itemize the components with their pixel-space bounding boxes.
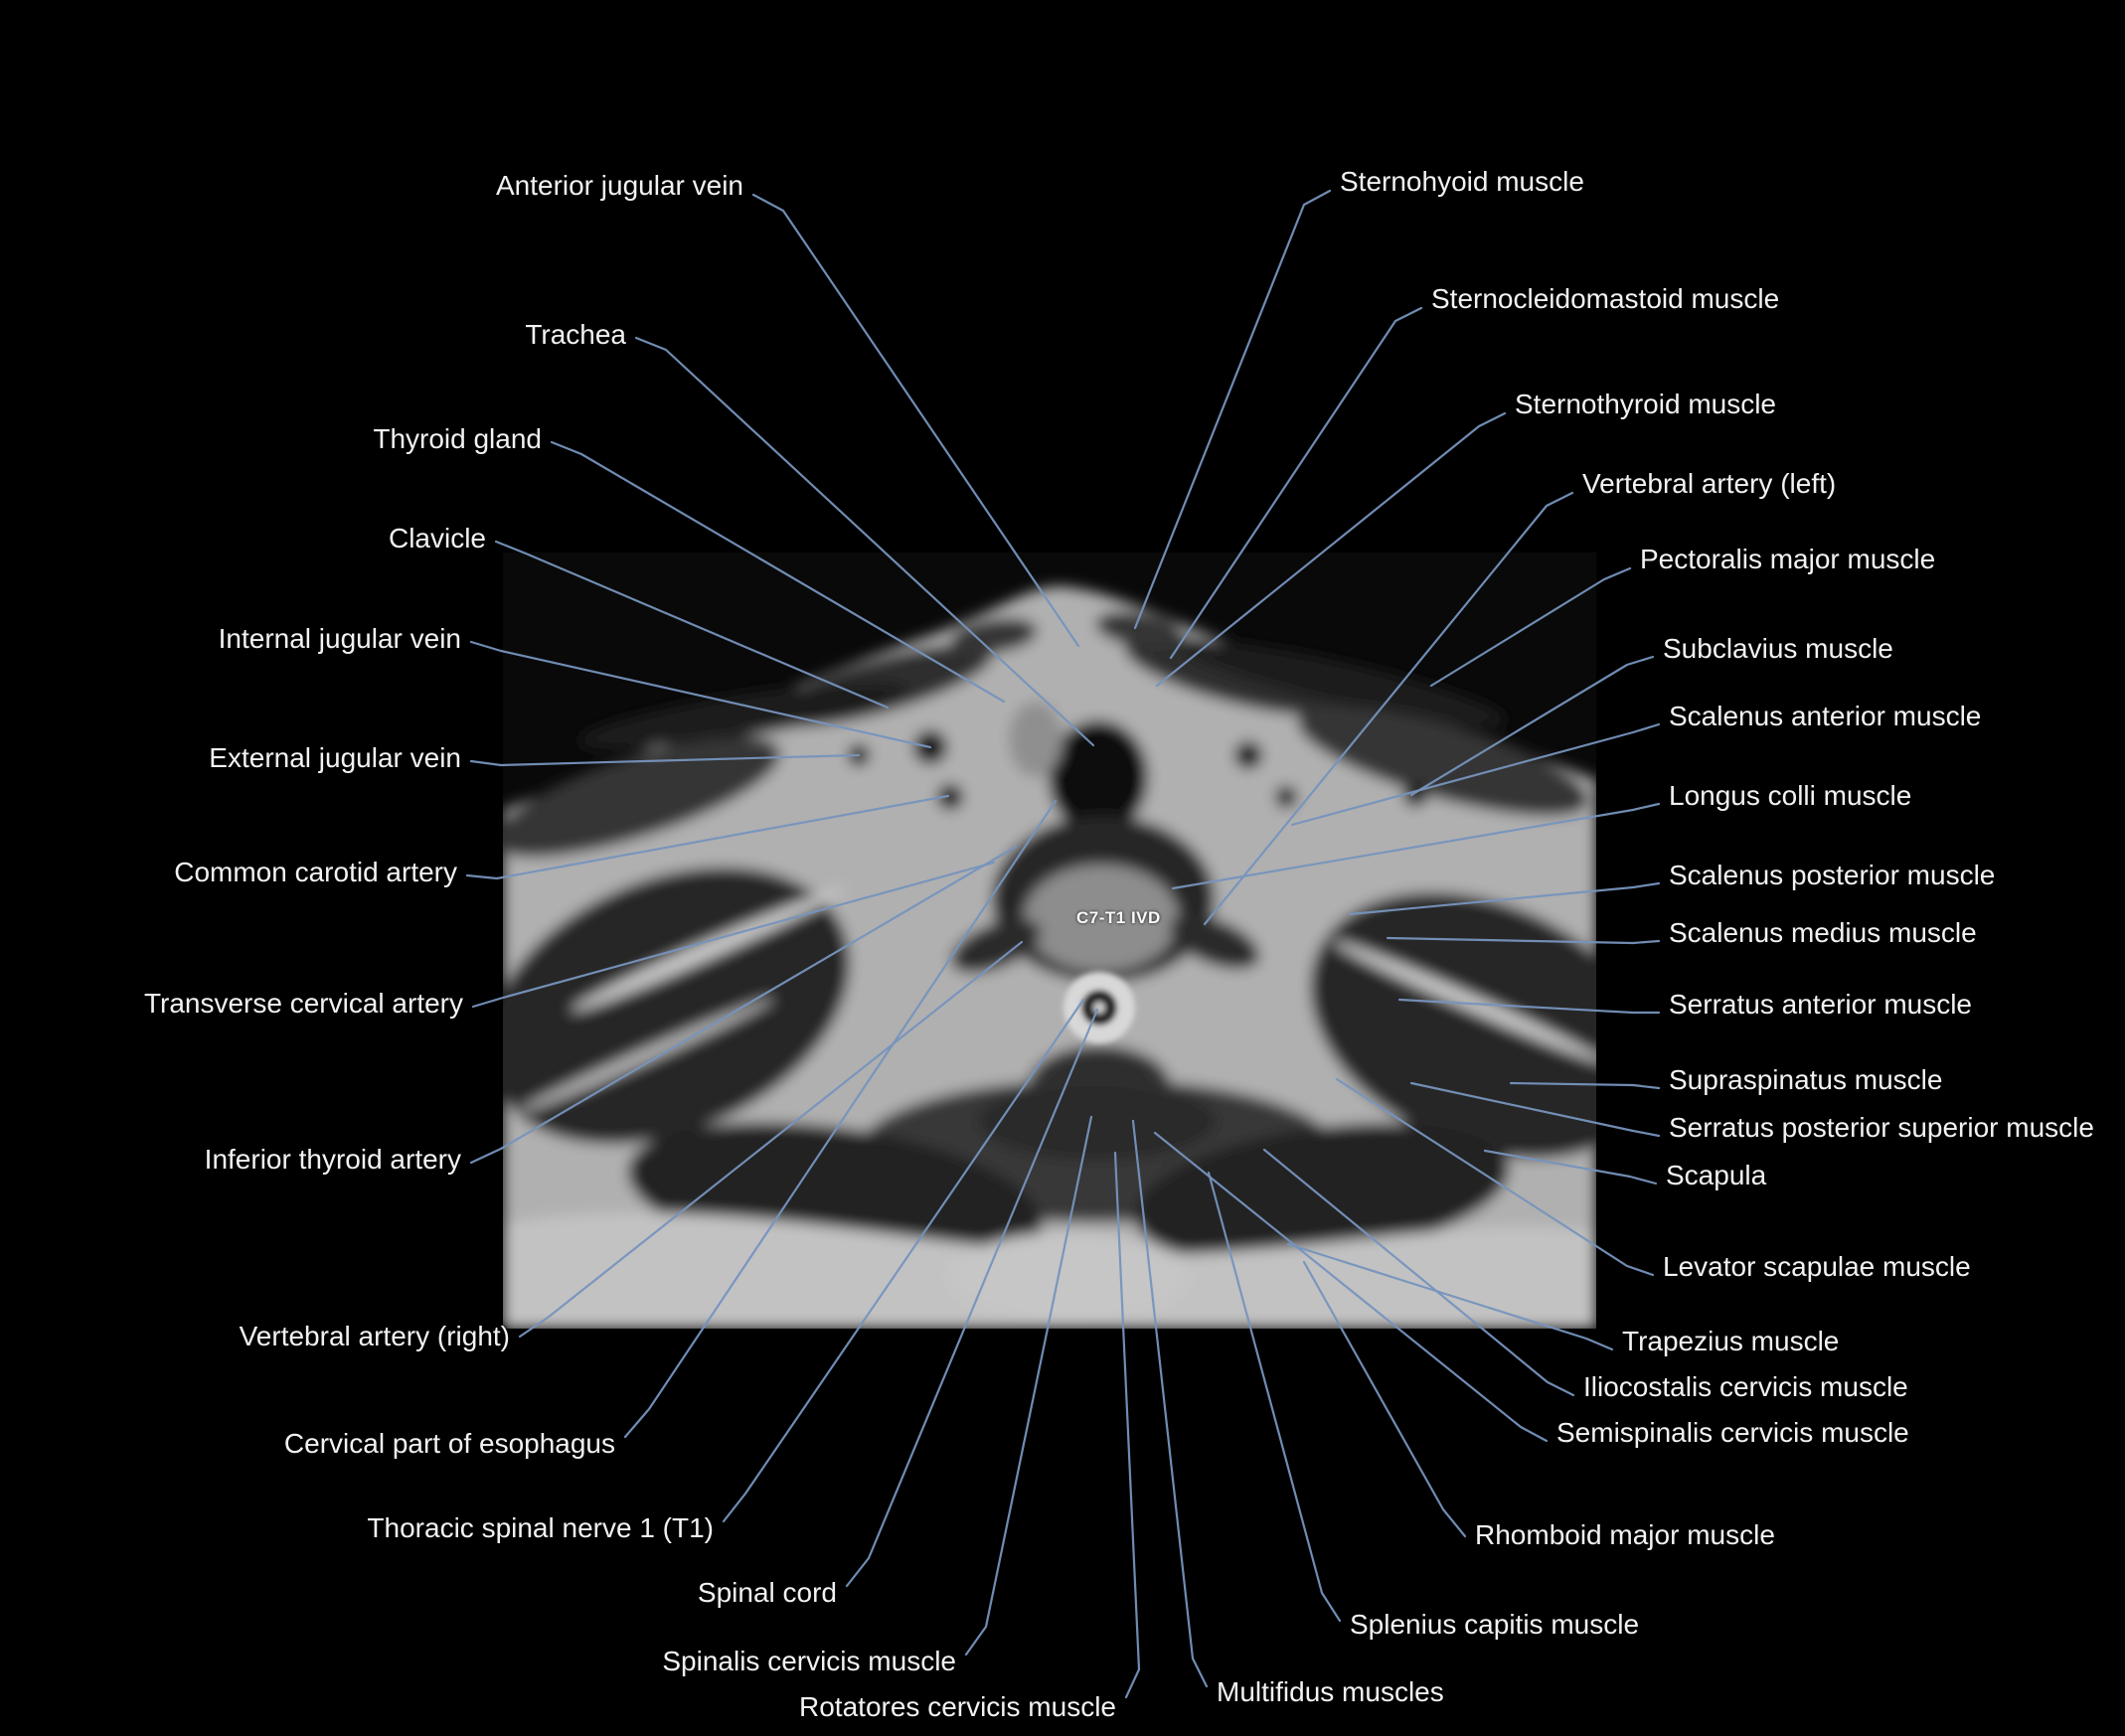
- leader-line-inferior-thyroid-artery: [469, 845, 1018, 1165]
- leader-line-iliocostalis-cervicis-muscle: [1262, 1148, 1575, 1397]
- label-rhomboid-major-muscle: Rhomboid major muscle: [1475, 1519, 1775, 1550]
- leader-line-sternohyoid-muscle: [1133, 189, 1332, 630]
- clavicle-left-bone: [1181, 641, 1507, 726]
- pectoralis-right: [503, 736, 781, 858]
- leader-line-sternothyroid-muscle: [1155, 411, 1507, 688]
- label-scalenus-anterior-muscle: Scalenus anterior muscle: [1669, 701, 1982, 731]
- vessel-left-2: [1275, 786, 1297, 808]
- trachea-shape: [1049, 720, 1148, 834]
- label-spinal-cord: Spinal cord: [697, 1577, 837, 1608]
- label-clavicle: Clavicle: [388, 523, 486, 553]
- label-scalenus-posterior-muscle: Scalenus posterior muscle: [1669, 860, 1996, 890]
- leader-line-internal-jugular-vein: [469, 640, 932, 749]
- leader-line-levator-scapulae-muscle: [1335, 1077, 1655, 1277]
- leader-line-clavicle: [494, 540, 890, 710]
- leader-line-thyroid-gland: [550, 440, 1006, 704]
- trapezius-mass-left: [1134, 1123, 1510, 1262]
- leader-line-scalenus-posterior-muscle: [1348, 881, 1661, 916]
- thyroid-lobe: [1009, 702, 1062, 777]
- leader-line-common-carotid-artery: [465, 794, 950, 880]
- leader-line-scapula: [1483, 1149, 1658, 1185]
- shoulder-streak-right-1: [571, 888, 845, 1012]
- label-multifidus-muscles: Multifidus muscles: [1217, 1676, 1444, 1707]
- label-internal-jugular-vein: Internal jugular vein: [218, 623, 461, 654]
- label-vertebral-artery-left: Vertebral artery (left): [1582, 468, 1837, 499]
- leader-line-thoracic-spinal-nerve-1: [722, 998, 1085, 1523]
- label-sternohyoid-muscle: Sternohyoid muscle: [1340, 166, 1584, 197]
- label-common-carotid-artery: Common carotid artery: [174, 857, 457, 887]
- label-scapula: Scapula: [1666, 1160, 1767, 1190]
- label-trachea: Trachea: [525, 319, 626, 350]
- leader-line-vertebral-artery-right: [518, 940, 1024, 1339]
- label-serratus-posterior-superior-muscle: Serratus posterior superior muscle: [1669, 1112, 2094, 1143]
- scapula-streak-left: [1332, 940, 1596, 1063]
- label-subclavius-muscle: Subclavius muscle: [1663, 633, 1893, 664]
- leader-line-scalenus-medius-muscle: [1386, 936, 1661, 945]
- label-cervical-part-of-esophagus: Cervical part of esophagus: [283, 1428, 615, 1459]
- leader-line-trapezius-muscle: [1286, 1242, 1614, 1351]
- strap-muscle-right: [950, 618, 1038, 654]
- shoulder-mass-right: [503, 867, 850, 1145]
- label-pectoralis-major-muscle: Pectoralis major muscle: [1640, 544, 1936, 574]
- leader-line-subclavius-muscle: [1409, 655, 1655, 797]
- leader-line-multifidus-muscles: [1131, 1119, 1209, 1688]
- pectoralis-left: [1297, 707, 1589, 816]
- leader-line-pectoralis-major-muscle: [1429, 566, 1632, 688]
- leader-line-spinal-cord: [845, 1008, 1099, 1588]
- fat-wedge-midline: [949, 1232, 1188, 1322]
- vessel-left-1: [1234, 741, 1262, 769]
- label-scalenus-medius-muscle: Scalenus medius muscle: [1669, 917, 1977, 948]
- leader-line-external-jugular-vein: [469, 753, 861, 767]
- label-trapezius-muscle: Trapezius muscle: [1622, 1326, 1840, 1356]
- transverse-process-right: [950, 918, 1042, 974]
- common-carotid-artery-shape: [937, 784, 963, 810]
- label-transverse-cervical-artery: Transverse cervical artery: [143, 988, 463, 1019]
- label-thoracic-spinal-nerve-1: Thoracic spinal nerve 1 (T1): [367, 1512, 714, 1543]
- leader-line-trachea: [634, 336, 1095, 747]
- leader-line-splenius-capitis-muscle: [1207, 1171, 1342, 1623]
- leader-line-cervical-part-of-esophagus: [623, 799, 1058, 1439]
- leader-line-sternocleidomastoid-muscle: [1169, 306, 1423, 660]
- label-sternocleidomastoid-muscle: Sternocleidomastoid muscle: [1431, 283, 1780, 314]
- label-thyroid-gland: Thyroid gland: [373, 423, 542, 454]
- leader-line-serratus-anterior-muscle: [1397, 998, 1661, 1015]
- level-annotation: C7-T1 IVD: [1076, 908, 1161, 927]
- leader-line-transverse-cervical-artery: [471, 861, 996, 1009]
- label-levator-scapulae-muscle: Levator scapulae muscle: [1663, 1251, 1971, 1282]
- leader-line-serratus-posterior-superior-muscle: [1409, 1081, 1661, 1138]
- leader-line-semispinalis-cervicis-muscle: [1153, 1131, 1549, 1443]
- leader-line-supraspinatus-muscle: [1509, 1081, 1661, 1090]
- label-anterior-jugular-vein: Anterior jugular vein: [495, 170, 743, 201]
- label-sternothyroid-muscle: Sternothyroid muscle: [1515, 389, 1777, 419]
- semispinalis-mass: [978, 1081, 1217, 1161]
- leader-line-longus-colli-muscle: [1171, 802, 1661, 890]
- transverse-process-left: [1169, 914, 1260, 970]
- label-supraspinatus-muscle: Supraspinatus muscle: [1669, 1064, 1943, 1095]
- label-external-jugular-vein: External jugular vein: [209, 742, 461, 773]
- label-semispinalis-cervicis-muscle: Semispinalis cervicis muscle: [1556, 1417, 1909, 1448]
- leader-line-vertebral-artery-left: [1203, 491, 1574, 926]
- label-rotatores-cervicis-muscle: Rotatores cervicis muscle: [799, 1691, 1116, 1722]
- leader-line-rhomboid-major-muscle: [1302, 1260, 1467, 1538]
- leader-line-scalenus-anterior-muscle: [1290, 722, 1661, 827]
- label-vertebral-artery-right: Vertebral artery (right): [239, 1321, 510, 1351]
- label-iliocostalis-cervicis-muscle: Iliocostalis cervicis muscle: [1583, 1371, 1908, 1402]
- label-serratus-anterior-muscle: Serratus anterior muscle: [1669, 989, 1973, 1020]
- vertebral-body: [1024, 865, 1179, 972]
- clavicle-right-bone: [578, 682, 908, 749]
- shoulder-mass-left: [1310, 892, 1596, 1159]
- label-inferior-thyroid-artery: Inferior thyroid artery: [204, 1144, 461, 1175]
- leader-line-spinalis-cervicis-muscle: [964, 1115, 1093, 1657]
- leader-line-rotatores-cervicis-muscle: [1113, 1151, 1141, 1699]
- label-splenius-capitis-muscle: Splenius capitis muscle: [1350, 1609, 1640, 1640]
- strap-muscle-left: [1095, 611, 1183, 647]
- label-spinalis-cervicis-muscle: Spinalis cervicis muscle: [662, 1646, 956, 1676]
- leader-line-anterior-jugular-vein: [751, 193, 1080, 648]
- label-longus-colli-muscle: Longus colli muscle: [1669, 780, 1912, 811]
